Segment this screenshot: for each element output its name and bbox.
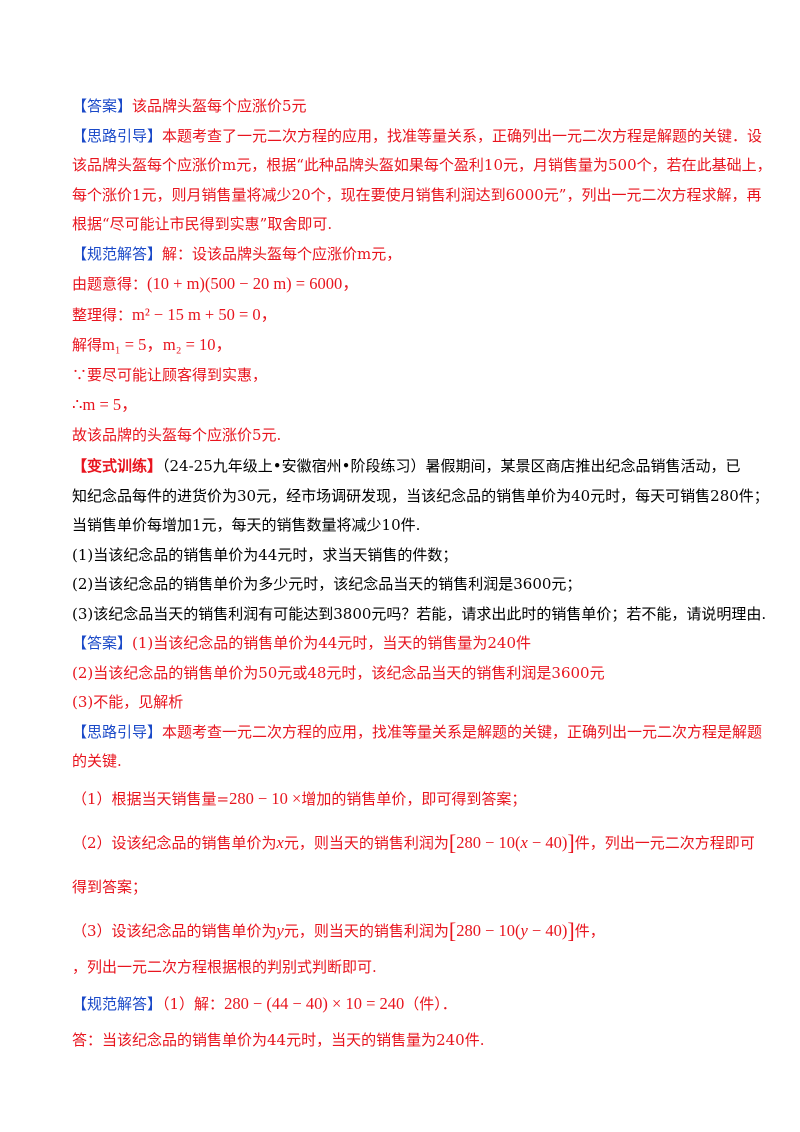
hint2-part3-pre: （3）设该纪念品的销售单价为 xyxy=(72,921,277,940)
hint-line-3: 每个涨价1元，则月销售量将减少20个，现在要使月销售利润达到6000元”，列出一… xyxy=(72,185,762,204)
hint2-part-3-cont: ，列出一元二次方程根据根的判别式判断即可. xyxy=(72,957,377,976)
solution-line-therefore: ∴m = 5， xyxy=(72,390,732,421)
hint2-part2-pre: （2）设该纪念品的销售单价为 xyxy=(72,833,277,852)
answer2-tag: 【答案】 xyxy=(72,634,133,652)
hint2-part3-math-a: 280 − 10( xyxy=(456,920,521,940)
answer2-line-3: (3)不能，见解析 xyxy=(72,693,184,711)
solution2-post: （件）． xyxy=(404,995,457,1013)
therefore-statement: ∴m = 5， xyxy=(72,395,138,414)
simplified-label: 整理得： xyxy=(72,305,133,324)
hint2-part3-var: y xyxy=(276,920,284,940)
hint2-part-2: （2）设该纪念品的销售单价为x元，则当天的销售利润为[280 − 10(x − … xyxy=(72,829,755,855)
document-page: 【答案】该品牌头盔每个应涨价5元 【思路引导】本题考查了一元二次方程的应用，找准… xyxy=(72,92,772,1056)
hint2-part3-post: 件， xyxy=(574,921,605,940)
hint2-part3-math-var: y xyxy=(520,920,528,940)
answer-tag: 【答案】 xyxy=(72,97,133,115)
hint2-text-1: 本题考查一元二次方程的应用，找准等量关系是解题的关键，正确列出一元二次方程是解题 xyxy=(162,722,763,741)
hint2-part1-pre: （1）根据当天销售量= xyxy=(72,789,230,808)
hint2-part2-post: 件，列出一元二次方程即可 xyxy=(574,833,755,852)
answer2-line-1: 【答案】(1)当该纪念品的销售单价为44元时，当天的销售量为240件 xyxy=(72,629,732,659)
hint2-part2-mid: 元，则当天的销售利润为 xyxy=(283,833,449,852)
variant-line-2: 知纪念品每件的进货价为30元，经市场调研发现，当该纪念品的销售单价为40元时，每… xyxy=(72,486,769,505)
hint2-part2-math-var: x xyxy=(520,832,528,852)
solution-tag: 【规范解答】 xyxy=(72,244,163,263)
roots: m₁ = 5，m₂ = 10， xyxy=(102,335,233,354)
hint2-part-3: （3）设该纪念品的销售单价为y元，则当天的销售利润为[280 − 10(y − … xyxy=(72,917,605,943)
question-1: (1)当该纪念品的销售单价为44元时，求当天销售的件数； xyxy=(72,545,458,564)
solution2-math: 280 − (44 − 40) × 10 = 240 xyxy=(224,994,405,1013)
hint-tag: 【思路引导】 xyxy=(72,126,163,145)
solution-line-simplified: 整理得：m² − 15 m + 50 = 0， xyxy=(72,300,732,331)
answer-text: 该品牌头盔每个应涨价5元 xyxy=(132,97,307,115)
hint2-part3-mid: 元，则当天的销售利润为 xyxy=(283,921,449,940)
hint2-part1-math: 280 − 10 × xyxy=(229,788,302,808)
hint2-part-2-cont: 得到答案； xyxy=(72,877,148,896)
hint-line-2: 该品牌头盔每个应涨价m元，根据“此种品牌头盔如果每个盈利10元，月销售量为500… xyxy=(72,156,772,174)
hint2-part3-math-b: − 40) xyxy=(527,920,568,940)
hint-line-1: 【思路引导】本题考查了一元二次方程的应用，找准等量关系，正确列出一元二次方程是解… xyxy=(72,122,762,152)
hint2-part1-post: 增加的销售单价，即可得到答案； xyxy=(301,789,527,808)
hint2-part2-math-b: − 40) xyxy=(527,832,568,852)
hint-text-1: 本题考查了一元二次方程的应用，找准等量关系，正确列出一元二次方程是解题的关键．设 xyxy=(162,126,763,145)
answer-line: 【答案】该品牌头盔每个应涨价5元 xyxy=(72,92,732,122)
solution-intro: 解：设该品牌头盔每个应涨价m元， xyxy=(162,244,402,263)
solution2-tag: 【规范解答】 xyxy=(72,995,163,1013)
solution-line-conclusion: 故该品牌的头盔每个应涨价5元. xyxy=(72,425,282,444)
roots-label: 解得 xyxy=(72,336,103,354)
variant-text-1: （24-25九年级上•安徽宿州•阶段练习）暑假期间，某景区商店推出纪念品销售活动… xyxy=(162,457,741,475)
hint2-part-1: （1）根据当天销售量=280 − 10 ×增加的销售单价，即可得到答案； xyxy=(72,777,732,821)
solution-line-roots: 解得m₁ = 5，m₂ = 10， xyxy=(72,330,732,361)
solution-line-equation: 由题意得：(10 + m)(500 − 20 m) = 6000， xyxy=(72,269,732,300)
hint2-line-2: 的关键. xyxy=(72,752,122,770)
variant-line-1: 【变式训练】（24-25九年级上•安徽宿州•阶段练习）暑假期间，某景区商店推出纪… xyxy=(72,452,740,482)
solution-line-because: ∵要尽可能让顾客得到实惠， xyxy=(72,365,268,384)
equation-label: 由题意得： xyxy=(72,275,148,293)
solution2-answer: 答：当该纪念品的销售单价为44元时，当天的销售量为240件. xyxy=(72,1031,485,1049)
hint2-line-1: 【思路引导】本题考查一元二次方程的应用，找准等量关系是解题的关键，正确列出一元二… xyxy=(72,718,762,748)
equation: (10 + m)(500 − 20 m) = 6000， xyxy=(147,274,359,293)
simplified-equation: m² − 15 m + 50 = 0， xyxy=(132,304,278,324)
solution2-pre: （1）解： xyxy=(162,995,225,1013)
hint2-part2-math-a: 280 − 10( xyxy=(456,832,521,852)
question-2: (2)当该纪念品的销售单价为多少元时，该纪念品当天的销售利润是3600元； xyxy=(72,575,582,593)
solution-line-intro: 【规范解答】解：设该品牌头盔每个应涨价m元， xyxy=(72,240,732,270)
question-3: (3)该纪念品当天的销售利润有可能达到3800元吗？若能，请求出此时的销售单价；… xyxy=(72,604,767,623)
hint2-tag: 【思路引导】 xyxy=(72,722,163,741)
answer2-text-1: (1)当该纪念品的销售单价为44元时，当天的销售量为240件 xyxy=(132,634,531,652)
hint-line-4: 根据“尽可能让市民得到实惠”取舍即可. xyxy=(72,215,333,233)
variant-tag: 【变式训练】 xyxy=(72,457,163,475)
variant-line-3: 当销售单价每增加1元，每天的销售数量将减少10件. xyxy=(72,516,421,534)
hint2-part2-var: x xyxy=(276,832,284,852)
answer2-line-2: (2)当该纪念品的销售单价为50元或48元时，该纪念品当天的销售利润是3600元 xyxy=(72,663,605,682)
solution2-line: 【规范解答】（1）解：280 − (44 − 40) × 10 = 240（件）… xyxy=(72,982,732,1026)
